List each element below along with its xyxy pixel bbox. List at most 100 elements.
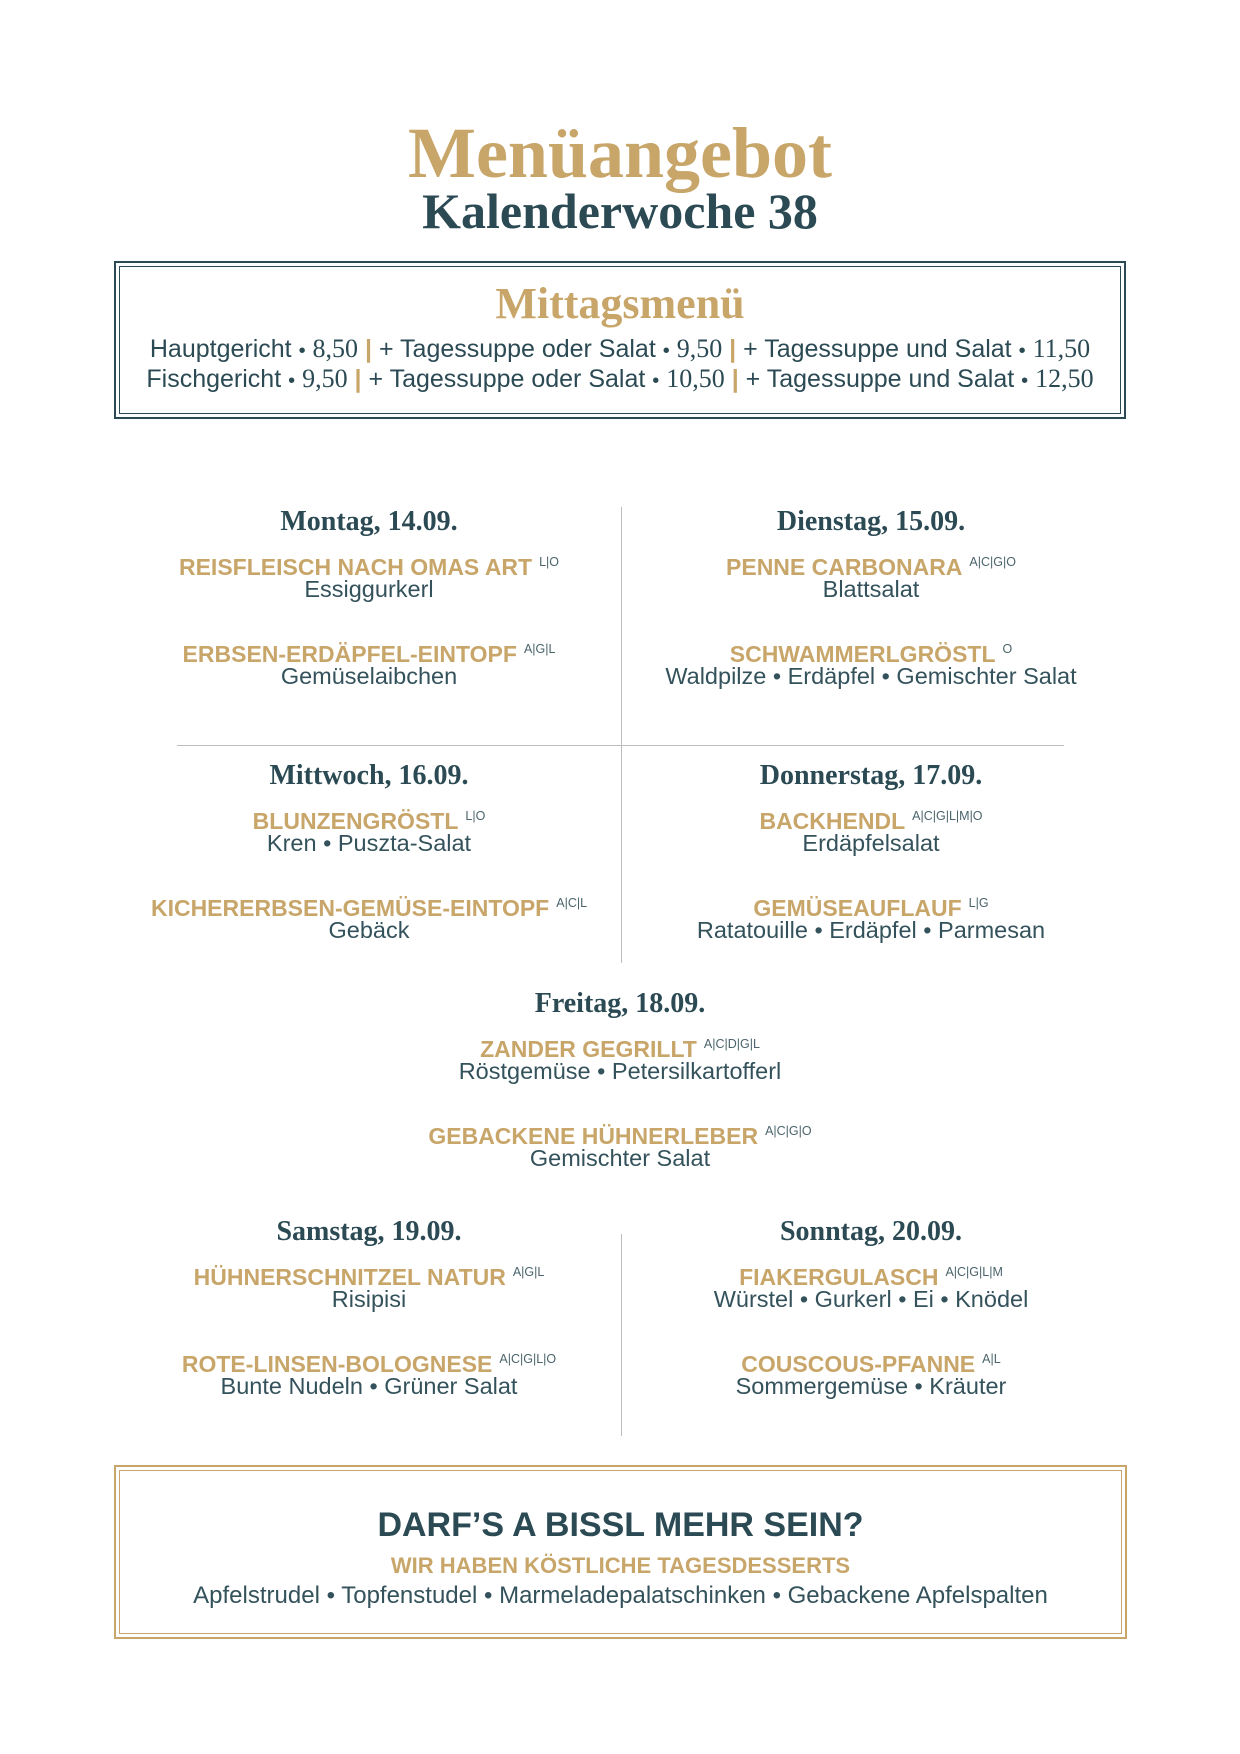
dish-sides: Essiggurkerl <box>304 575 434 602</box>
dish-name-line: BACKHENDL A|C|G|L|M|O <box>620 807 1122 834</box>
allergen-codes: A|C|L <box>556 895 588 910</box>
day-friday: Freitag, 18.09. ZANDER GEGRILLT A|C|D|G|L… <box>320 988 920 1171</box>
dish-sides: Waldpilze • Erdäpfel • Gemischter Salat <box>665 662 1077 689</box>
allergen-codes: O <box>1002 641 1013 656</box>
day-title: Donnerstag, 17.09. <box>759 760 983 791</box>
lunch-price: 8,50 <box>312 334 359 363</box>
dish: ERBSEN-ERDÄPFEL-EINTOPF A|G|L Gemüselaibc… <box>118 640 620 689</box>
dish: BACKHENDL A|C|G|L|M|O Erdäpfelsalat <box>620 807 1122 856</box>
dessert-list: Apfelstrudel • Topfenstudel • Marmeladep… <box>116 1583 1125 1609</box>
separator-bar: | <box>731 365 739 393</box>
allergen-codes: L|O <box>465 808 486 823</box>
allergen-codes: A|L <box>982 1351 1001 1366</box>
dish-name: COUSCOUS-PFANNE <box>741 1350 976 1377</box>
dish: ZANDER GEGRILLT A|C|D|G|L Röstgemüse • Pe… <box>320 1035 920 1084</box>
dish: GEMÜSEAUFLAUF L|G Ratatouille • Erdäpfel … <box>620 894 1122 943</box>
separator-dot: • <box>1021 370 1029 392</box>
allergen-codes: A|G|L <box>523 641 556 656</box>
separator-bar: | <box>354 365 362 393</box>
separator-bar: | <box>729 335 737 363</box>
page-title: Menüangebot <box>407 113 833 193</box>
allergen-codes: A|C|G|O <box>969 554 1016 569</box>
dish: KICHERERBSEN-GEMÜSE-EINTOPF A|C|L Gebäck <box>118 894 620 943</box>
separator-bar: | <box>365 335 372 363</box>
lunch-price: 11,50 <box>1032 334 1091 363</box>
separator-dot: • <box>652 370 660 392</box>
lunch-dish-label: Hauptgericht <box>149 335 292 363</box>
separator-dot: • <box>772 1582 781 1609</box>
dish: COUSCOUS-PFANNE A|L Sommergemüse • Kräute… <box>620 1350 1122 1399</box>
week-subtitle: Kalenderwoche 38 <box>422 183 818 239</box>
separator-dot: • <box>484 1582 493 1609</box>
lunch-price: 9,50 <box>302 364 348 393</box>
allergen-codes: A|G|L <box>512 1264 545 1279</box>
dish-sides: Gebäck <box>328 916 410 943</box>
lunch-option-label: + Tagessuppe oder Salat <box>368 365 646 393</box>
dish-name: FIAKERGULASCH <box>739 1263 939 1290</box>
dish-sides: Blattsalat <box>822 575 920 602</box>
dish-sides: Röstgemüse • Petersilkartofferl <box>458 1057 782 1084</box>
lunch-option-label: + Tagessuppe und Salat <box>745 365 1015 393</box>
lunch-price: 9,50 <box>676 334 723 363</box>
day-title: Montag, 14.09. <box>280 506 458 537</box>
dish-name-line: KICHERERBSEN-GEMÜSE-EINTOPF A|C|L <box>118 894 620 921</box>
dish-name: ERBSEN-ERDÄPFEL-EINTOPF <box>182 640 517 667</box>
dish-sides: Bunte Nudeln • Grüner Salat <box>220 1372 518 1399</box>
day-title: Mittwoch, 16.09. <box>269 760 469 791</box>
dish: GEBACKENE HÜHNERLEBER A|C|G|O Gemischter … <box>320 1122 920 1171</box>
dish: PENNE CARBONARA A|C|G|O Blattsalat <box>620 553 1122 602</box>
dish-sides: Ratatouille • Erdäpfel • Parmesan <box>696 916 1046 943</box>
dessert-subheading: WIR HABEN KÖSTLICHE TAGESDESSERTS <box>390 1553 851 1578</box>
dessert-item: Topfenstudel <box>341 1582 478 1609</box>
dish-name: PENNE CARBONARA <box>726 553 963 580</box>
dish-name: GEMÜSEAUFLAUF <box>753 894 962 921</box>
lunch-price-row-main: Hauptgericht • 8,50 | + Tagessuppe oder … <box>116 334 1124 366</box>
day-thursday: Donnerstag, 17.09. BACKHENDL A|C|G|L|M|O … <box>620 760 1122 943</box>
dessert-item: Marmeladepalatschinken <box>499 1582 766 1609</box>
separator-dot: • <box>1018 340 1026 362</box>
dish-sides: Gemüselaibchen <box>280 662 458 689</box>
dish-sides: Erdäpfelsalat <box>802 829 940 856</box>
dish-sides: Kren • Puszta-Salat <box>266 829 472 856</box>
separator-dot: • <box>288 370 296 392</box>
dish-name-line: GEMÜSEAUFLAUF L|G <box>620 894 1122 921</box>
dish-name: REISFLEISCH NACH OMAS ART <box>178 553 533 580</box>
dish-name: BACKHENDL <box>759 807 906 834</box>
day-monday: Montag, 14.09. REISFLEISCH NACH OMAS ART… <box>118 506 620 689</box>
allergen-codes: A|C|G|L|M <box>945 1264 1003 1279</box>
lunch-menu-box: Mittagsmenü Hauptgericht • 8,50 | + Tage… <box>114 261 1126 419</box>
lunch-price: 10,50 <box>666 364 725 393</box>
day-title: Samstag, 19.09. <box>276 1216 462 1247</box>
dish-name: ZANDER GEGRILLT <box>480 1035 697 1062</box>
allergen-codes: A|C|D|G|L <box>703 1036 760 1051</box>
allergen-codes: L|G <box>968 895 989 910</box>
dish-name: GEBACKENE HÜHNERLEBER <box>428 1122 759 1149</box>
lunch-dish-label: Fischgericht <box>146 365 282 393</box>
column-divider <box>621 1234 622 1436</box>
dish-name-line: ERBSEN-ERDÄPFEL-EINTOPF A|G|L <box>118 640 620 667</box>
column-divider <box>621 507 622 963</box>
dish-name-line: COUSCOUS-PFANNE A|L <box>620 1350 1122 1377</box>
day-title: Freitag, 18.09. <box>534 988 706 1019</box>
dish: BLUNZENGRÖSTL L|O Kren • Puszta-Salat <box>118 807 620 856</box>
dish-name: KICHERERBSEN-GEMÜSE-EINTOPF <box>150 894 550 921</box>
allergen-codes: A|C|G|L|M|O <box>912 808 983 823</box>
dish-sides: Gemischter Salat <box>529 1144 711 1171</box>
dessert-item: Gebackene Apfelspalten <box>787 1582 1048 1609</box>
dish-name: BLUNZENGRÖSTL <box>252 807 459 834</box>
lunch-price: 12,50 <box>1035 364 1094 393</box>
dish-sides: Sommergemüse • Kräuter <box>735 1372 1007 1399</box>
dessert-heading: DARF’S A BISSL MEHR SEIN? <box>377 1506 864 1544</box>
lunch-option-label: + Tagessuppe und Salat <box>743 335 1012 363</box>
allergen-codes: A|C|G|O <box>765 1123 812 1138</box>
